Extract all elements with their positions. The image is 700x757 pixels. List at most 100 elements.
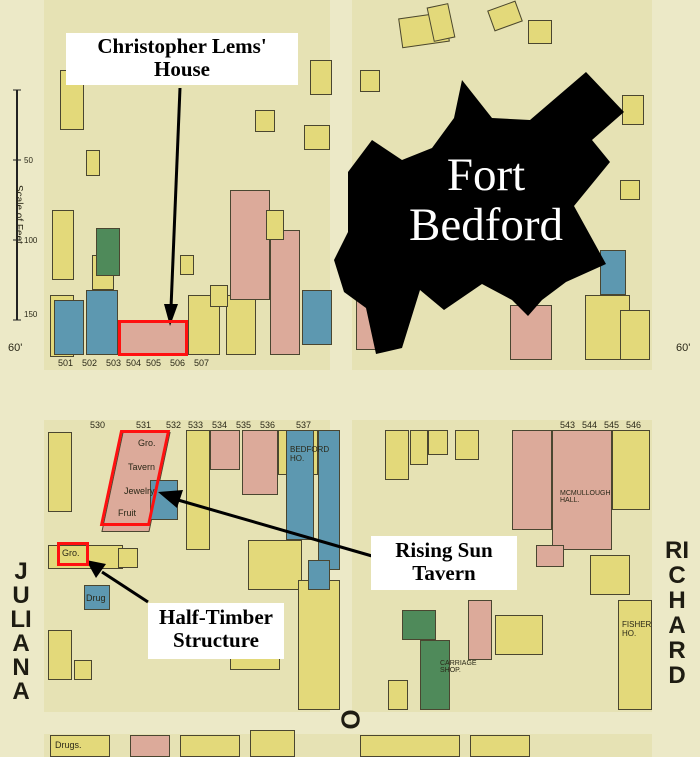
rising-sun-label-line1: Rising Sun [395, 538, 493, 562]
building [536, 545, 564, 567]
building [84, 585, 110, 610]
street-name-juliana: JULIANA [10, 558, 32, 705]
frontage-dimension-east: 60' [676, 342, 691, 354]
building [186, 430, 210, 550]
lot-535: 535 [236, 420, 252, 430]
building [360, 70, 380, 92]
building [255, 110, 275, 132]
building [388, 680, 408, 710]
half-timber-label-line1: Half-Timber [159, 605, 273, 629]
building [86, 290, 118, 355]
building [248, 540, 302, 590]
building [230, 190, 270, 300]
tag-fruit: Fruit [118, 508, 136, 518]
building [310, 60, 332, 95]
lot-532: 532 [166, 420, 182, 430]
lot-503: 503 [106, 358, 122, 368]
north-street [0, 370, 700, 420]
lot-530: 530 [90, 420, 106, 430]
building [612, 430, 650, 510]
building [600, 250, 626, 295]
lems-house-label-line2: House [153, 57, 210, 82]
fort-label-line1: Fort [446, 149, 526, 201]
tag-drugs: Drugs. [55, 740, 82, 750]
building [402, 610, 436, 640]
tag-drug: Drug [86, 593, 106, 603]
building [590, 555, 630, 595]
lot-531: 531 [136, 420, 152, 430]
richard-street [652, 0, 700, 757]
lot-505: 505 [146, 358, 162, 368]
half-timber-highlight[interactable] [57, 542, 89, 566]
rising-sun-label-line2: Tavern [412, 561, 476, 586]
juliana-street [0, 0, 44, 757]
half-timber-label: Half-Timber Structure [148, 603, 284, 659]
building [455, 430, 479, 460]
building [210, 430, 240, 470]
building [226, 295, 256, 355]
lot-502: 502 [82, 358, 98, 368]
building [304, 125, 330, 150]
lot-504: 504 [126, 358, 142, 368]
building [210, 285, 228, 307]
building [468, 600, 492, 660]
lot-536: 536 [260, 420, 276, 430]
tag-mcmullough-hall: MCMULLOUGH HALL. [560, 490, 611, 504]
building [74, 660, 92, 680]
rising-sun-label: Rising Sun Tavern [371, 536, 517, 590]
lot-534: 534 [212, 420, 228, 430]
lems-house-label: Christopher Lems' House [66, 33, 298, 85]
street-name-richard: RICHARD [665, 537, 689, 689]
fort-bedford-silhouette [334, 72, 624, 354]
building [48, 630, 72, 680]
south-street [0, 712, 700, 734]
lot-537: 537 [296, 420, 312, 430]
scale-tick-50: 50 [24, 156, 33, 165]
building [242, 430, 278, 495]
tag-carriage-shop: CARRIAGE SHOP. [440, 660, 477, 674]
building [266, 210, 284, 240]
lems-house-highlight[interactable] [118, 320, 188, 356]
building [428, 430, 448, 455]
lot-545: 545 [604, 420, 620, 430]
lot-546: 546 [626, 420, 642, 430]
scale-label: Scale of Feet. [13, 185, 24, 247]
building [510, 305, 552, 360]
street-name-south-fragment: O [335, 709, 366, 730]
building [622, 95, 644, 125]
lot-533: 533 [188, 420, 204, 430]
lems-house-label-line1: Christopher Lems' [97, 34, 267, 58]
scale-tick-100: 100 [24, 236, 38, 245]
lot-544: 544 [582, 420, 598, 430]
building [302, 290, 332, 345]
building [48, 432, 72, 512]
lot-507: 507 [194, 358, 210, 368]
building [86, 150, 100, 176]
building [96, 228, 120, 276]
tag-tavern: Tavern [128, 462, 156, 472]
arrow-rising-sun [158, 490, 373, 558]
tag-bedford-ho: BEDFORD HO. [290, 445, 330, 463]
building [270, 230, 300, 355]
tag-gro: Gro. [138, 438, 156, 448]
building [308, 560, 330, 590]
building [620, 180, 640, 200]
building [420, 640, 450, 710]
building [385, 430, 409, 480]
lot-543: 543 [560, 420, 576, 430]
building [528, 20, 552, 44]
tag-jewelry: Jewelry [124, 486, 155, 496]
building [286, 430, 314, 540]
building [552, 430, 612, 550]
lot-501: 501 [58, 358, 74, 368]
arrow-lems-house [164, 87, 182, 326]
building [512, 430, 552, 530]
fort-bedford-label: Fort Bedford [384, 150, 588, 250]
building [54, 300, 84, 355]
half-timber-label-line2: Structure [173, 628, 259, 653]
tag-gro-half-timber: Gro. [62, 548, 80, 558]
building [495, 615, 543, 655]
scale-tick-150: 150 [24, 310, 38, 319]
